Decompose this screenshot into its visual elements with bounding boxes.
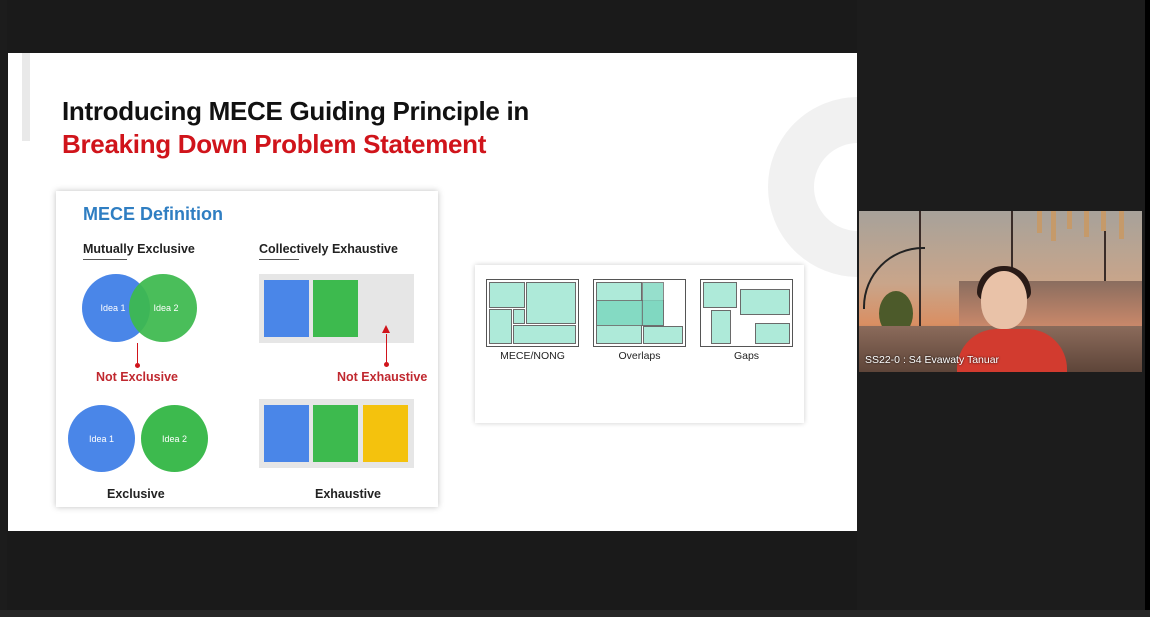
mece-diagram-card: MECE/NONG Overlaps Gaps [475,265,804,423]
block [526,282,576,324]
slide-subtitle: Breaking Down Problem Statement [62,129,487,159]
green-bar [313,280,358,337]
gaps-diagram [700,279,793,347]
participant-name: SS22-0 : S4 Evawaty Tanuar [865,354,1000,366]
collectively-exhaustive-heading: Collectively Exhaustive [259,242,398,256]
marker-line [386,334,387,362]
marker-line [137,343,138,363]
heading-underline [259,259,299,260]
block [489,309,512,344]
idea-1-label: Idea 1 [100,303,126,313]
idea-2-label: Idea 2 [161,433,188,444]
block [740,289,790,315]
block [703,282,737,308]
window-edge [1145,0,1150,617]
yellow-bar [363,405,408,462]
mece-heading: MECE Definition [83,204,223,224]
idea-2-label: Idea 2 [153,303,179,313]
exhaustive-label: Exhaustive [315,487,382,501]
idea-2-circle: Idea 2 [129,274,197,342]
person-face [981,271,1027,329]
pendant [1101,211,1106,231]
mutually-exclusive-heading: Mutually Exclusive [83,242,195,256]
mece-nong-diagram [486,279,579,347]
gaps-label: Gaps [733,350,760,362]
marker-dot [135,363,140,368]
block [711,310,731,344]
exclusive-label: Exclusive [107,487,165,501]
bottom-strip [0,610,1150,617]
heading-underline [83,259,127,260]
blue-bar [264,280,309,337]
block [642,282,664,326]
pendant-lights [1029,211,1139,243]
slide-accent-bar [22,53,30,141]
blue-bar [264,405,309,462]
mece-definition-card: MECE Definition Mutually Exclusive Colle… [56,191,438,507]
window-frame [1104,211,1106,331]
shared-slide: Introducing MECE Guiding Principle in Br… [8,53,857,531]
pendant [1051,211,1056,241]
green-bar [313,405,358,462]
block [489,282,525,308]
pendant [1119,211,1124,239]
block [755,323,790,344]
exhaustive-box [259,399,414,468]
pendant [1084,211,1089,237]
not-exhaustive-box [259,274,414,343]
pendant [1037,211,1042,233]
pendant [1067,211,1072,229]
gap-marker [382,325,390,333]
block [513,309,525,324]
overlaps-diagram [593,279,686,347]
block [513,325,576,344]
not-exhaustive-label: Not Exhaustive [337,370,428,384]
block [643,326,683,344]
mece-nong-label: MECE/NONG [500,350,565,362]
idea-1-circle: Idea 1 [68,405,135,472]
marker-dot [384,362,389,367]
not-exclusive-label: Not Exclusive [96,370,178,384]
idea-1-label: Idea 1 [88,433,115,444]
slide-decoration [768,97,857,277]
idea-2-circle: Idea 2 [141,405,208,472]
slide-title: Introducing MECE Guiding Principle in [62,96,530,126]
person-shirt [957,329,1067,372]
overlaps-label: Overlaps [618,350,661,362]
participant-video-tile[interactable]: SS22-0 : S4 Evawaty Tanuar [859,211,1142,372]
